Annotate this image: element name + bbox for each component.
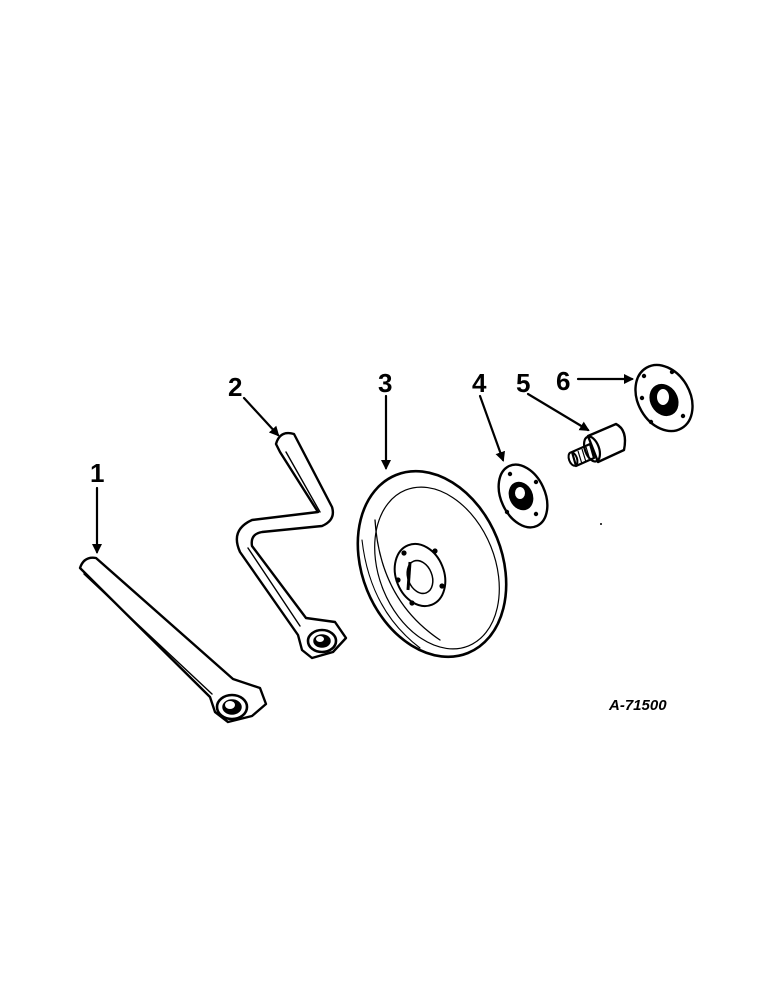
part-1-straight-arm — [78, 556, 268, 724]
callout-3: 3 — [378, 368, 392, 398]
callout-5: 5 — [516, 368, 530, 398]
part-5-spindle — [567, 422, 627, 468]
part-6-retaining-flange — [634, 363, 694, 433]
callout-1: 1 — [90, 458, 104, 488]
callout-6: 6 — [556, 366, 570, 396]
leader-arrows — [92, 374, 634, 554]
speck — [600, 523, 602, 525]
figure-reference: A-71500 — [608, 697, 667, 714]
callout-4: 4 — [472, 368, 487, 398]
part-4-bearing-flange — [497, 463, 549, 529]
part-3-disc-blade — [356, 469, 508, 659]
part-2-cranked-arm — [235, 431, 348, 660]
callout-2: 2 — [228, 372, 242, 402]
